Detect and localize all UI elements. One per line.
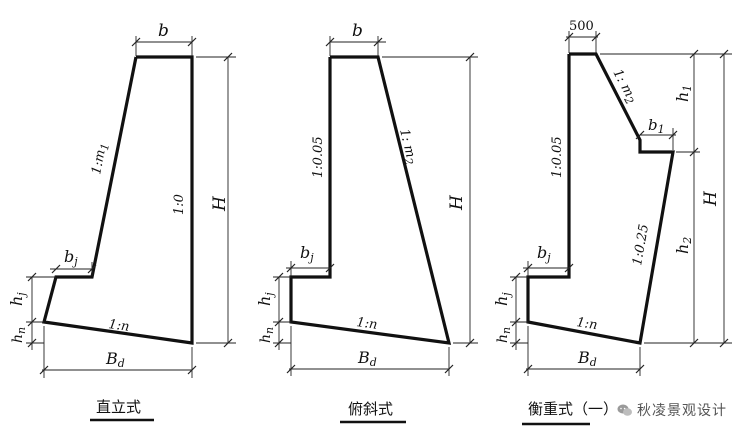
slope-back-label: 1: m2	[394, 127, 419, 166]
wall-balance-title: 衡重式（一）	[528, 400, 618, 418]
slope-front-label: 1:0.05	[550, 136, 565, 178]
slope-front-label: 1:m1	[89, 142, 112, 177]
dim-hn-label: hn	[258, 327, 276, 343]
wall-inclined-outline	[289, 55, 452, 345]
watermark-text: 秋凌景观设计	[637, 403, 727, 419]
slope-base-label: 1:n	[107, 317, 130, 335]
dim-b1-label: b1	[648, 116, 665, 136]
dim-hn-label: hn	[10, 327, 28, 343]
wall-inclined: b H 1:0.05 1: m2 1:n bj hj hn Bd 俯斜式	[255, 21, 478, 424]
dim-h2-label: h2	[673, 237, 694, 254]
dim-hn-label: hn	[495, 327, 513, 343]
wall-balance-outline	[526, 52, 675, 345]
slope-lower-label: 1:0.25	[630, 223, 652, 267]
dim-hj-label: hj	[255, 292, 276, 306]
dim-b-label: b	[352, 21, 363, 41]
wall-balance: 500 h1 h2 H b1 1:0.05 1: m2 1:0.25 1:n b…	[492, 19, 732, 426]
dim-H-label: H	[210, 195, 230, 212]
wall-vertical-title: 直立式	[96, 398, 141, 416]
dim-h1-label: h1	[673, 85, 694, 102]
dim-bj-label: bj	[64, 247, 78, 268]
wechat-icon	[617, 404, 633, 416]
dim-H-label: H	[701, 190, 721, 207]
dim-hj-label: hj	[492, 292, 513, 306]
dim-hj-label: hj	[7, 292, 28, 306]
dim-b-label: b	[158, 21, 169, 41]
dim-Bd-label: Bd	[577, 348, 597, 369]
slope-base-label: 1:n	[355, 315, 378, 333]
slope-back-label: 1:0	[172, 194, 187, 215]
wall-vertical-outline	[41, 55, 194, 345]
wall-vertical: b H 1:m1 1:0 1:n bj hj hn Bd 直立式	[7, 21, 236, 422]
dim-bj-label: bj	[300, 243, 314, 264]
dim-top-label: 500	[569, 19, 594, 34]
dim-Bd-label: Bd	[105, 349, 125, 370]
dim-Bd-label: Bd	[357, 348, 377, 369]
dim-H-label: H	[447, 194, 467, 211]
wall-inclined-title: 俯斜式	[348, 400, 393, 418]
slope-front-label: 1:0.05	[311, 136, 326, 178]
watermark: 秋凌景观设计	[617, 400, 727, 420]
dim-bj-label: bj	[537, 243, 551, 264]
slope-base-label: 1:n	[575, 315, 598, 333]
